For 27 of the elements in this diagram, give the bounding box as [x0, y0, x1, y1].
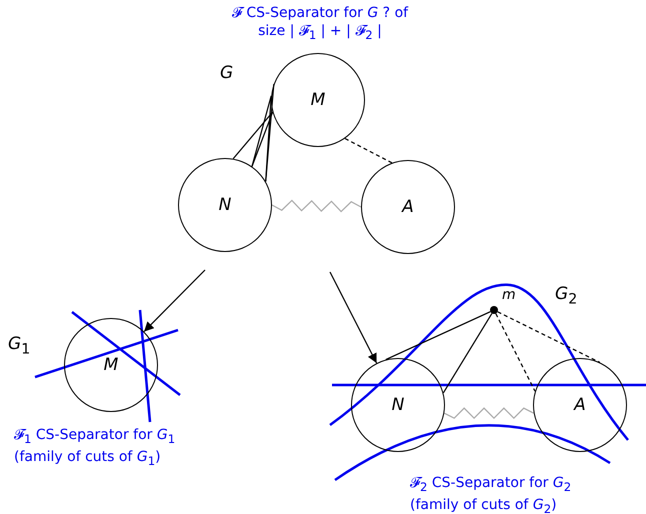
graph-name: G$_{1}$: [8, 335, 32, 358]
vertex-label: m: [502, 286, 516, 304]
edge-line: [495, 313, 536, 392]
edge-line: [444, 407, 534, 420]
vertex-circle: N: [178, 158, 272, 252]
note-text: 𝓕$_{2}$ CS-Separator for G$_{2}$ (family of cuts of G$_{2}$): [410, 474, 572, 514]
edge-line: [272, 200, 362, 212]
arrow: [144, 270, 206, 332]
edge-line: [386, 311, 491, 360]
edge-line: [265, 84, 274, 182]
edge-line: [251, 96, 272, 167]
vertex-circle: A: [533, 358, 627, 452]
edge-line: [442, 313, 492, 394]
edge-line: [265, 96, 272, 182]
graph-name: G: [220, 64, 234, 82]
graph-name: G$_{2}$: [555, 285, 578, 308]
vertex-circle: M: [64, 318, 158, 412]
vertex-circle: M: [271, 53, 365, 147]
arrow: [329, 272, 378, 364]
vertex-circle: N: [351, 358, 445, 452]
note-text: 𝓕$_{1}$ CS-Separator for G$_{1}$ (family of cuts of G$_{1}$): [14, 426, 176, 470]
vertex-dot: [490, 306, 498, 314]
edge-line: [344, 138, 392, 164]
vertex-circle: A: [361, 160, 455, 254]
edge-line: [251, 112, 274, 167]
edge-line: [497, 311, 600, 363]
note-text: 𝓕 CS-Separator for G ? of size | 𝓕$_{1}$ | + | 𝓕$_{2}$ |: [230, 4, 410, 44]
